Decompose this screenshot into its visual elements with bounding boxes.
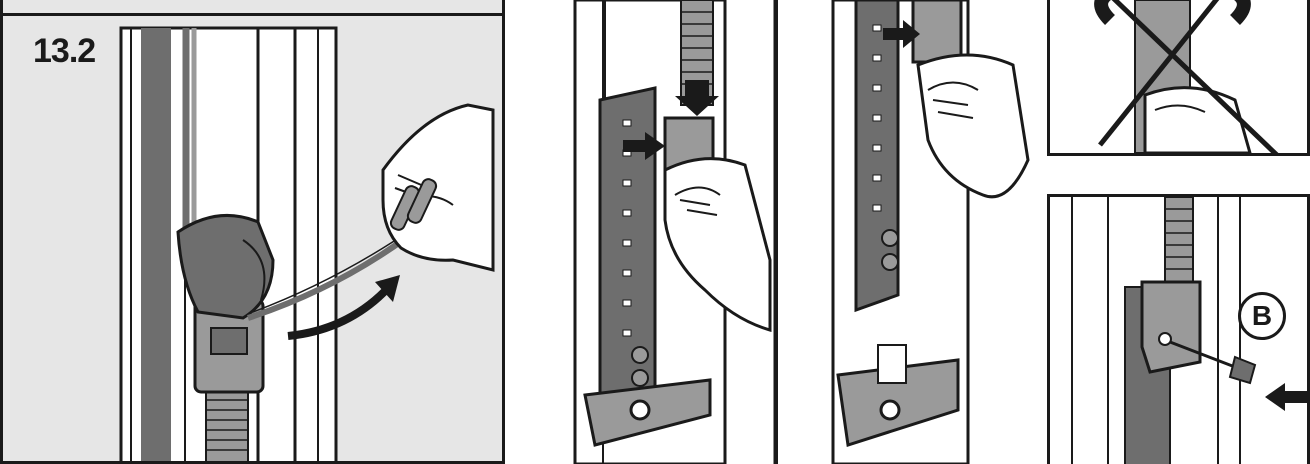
dark-rail xyxy=(141,28,171,464)
spring xyxy=(206,392,248,464)
screw-icon xyxy=(1230,357,1255,383)
cable-clamp xyxy=(1142,282,1200,372)
cable-clamp xyxy=(913,0,961,62)
press-clamp-illustration xyxy=(778,0,1045,464)
push-clamp-illustration xyxy=(505,0,775,464)
push-arrow-icon xyxy=(1265,383,1310,411)
panel-do-not-twist xyxy=(1047,0,1310,156)
step-number: 13.2 xyxy=(33,32,95,71)
hand-icon xyxy=(383,105,493,270)
cable-cap xyxy=(178,215,273,318)
panel-cable-routing: 13.2 xyxy=(0,0,505,464)
rotate-arrow-icon xyxy=(1101,0,1115,20)
panel-screw-fastening: B xyxy=(1047,194,1310,464)
callout-b: B xyxy=(1238,292,1286,340)
panel-press-clamp xyxy=(775,0,1045,464)
hand-icon xyxy=(1145,88,1250,153)
panel-push-clamp xyxy=(505,0,775,464)
do-not-twist-illustration xyxy=(1050,0,1310,156)
rotate-arrow-icon xyxy=(1230,0,1244,20)
